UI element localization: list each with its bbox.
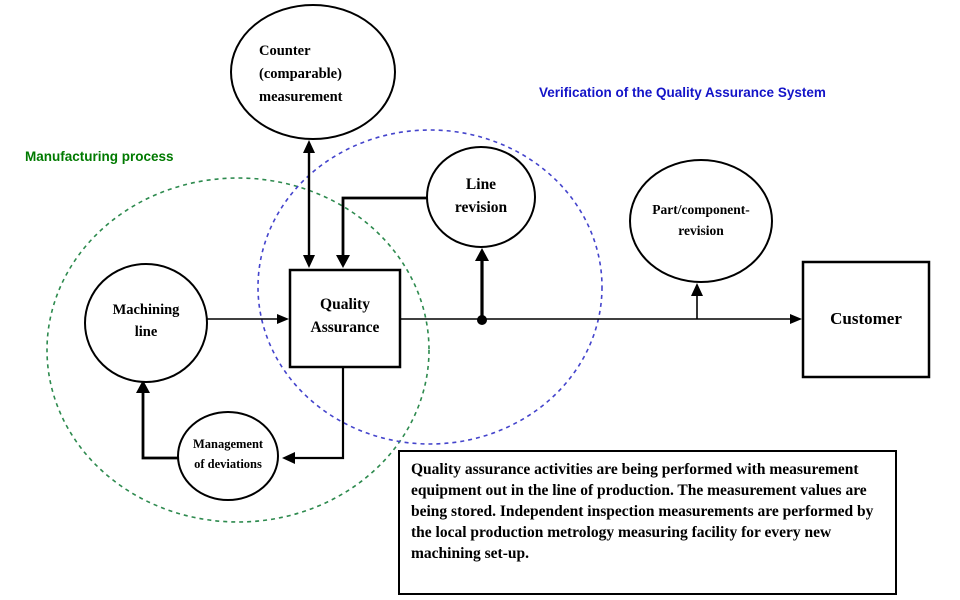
linerevision-to-qa-arrowhead xyxy=(336,255,350,268)
linerev-label-line1: Line xyxy=(465,176,497,193)
note-box: Quality assurance activities are being p… xyxy=(398,450,897,595)
quality-assurance-label: Quality Assurance xyxy=(291,293,399,339)
management-to-machining-arrowhead xyxy=(136,380,150,393)
counter-measurement-circle xyxy=(230,4,396,140)
machining-label-line1: Machining xyxy=(112,302,180,318)
quality-assurance-box xyxy=(288,268,402,369)
partrev-label-line1: Part/component- xyxy=(652,202,750,217)
machining-label-line2: line xyxy=(134,324,158,340)
management-label-line2: of deviations xyxy=(194,457,262,471)
part-revision-circle xyxy=(629,159,773,283)
counter-measurement-label: Counter (comparable) measurement xyxy=(259,40,371,109)
verification-system-boundary xyxy=(257,129,603,445)
customer-label-line1: Customer xyxy=(830,309,902,328)
line-revision-label: Line revision xyxy=(431,173,531,219)
manufacturing-process-label: Manufacturing process xyxy=(25,149,174,164)
customer-label: Customer xyxy=(806,307,926,332)
machining-line-label: Machining line xyxy=(86,299,206,343)
qa-label-line1: Quality xyxy=(320,296,370,313)
counter-qa-arrowhead-bottom xyxy=(303,255,315,268)
linerev-label-line2: revision xyxy=(454,199,508,216)
qa-label-line2: Assurance xyxy=(310,319,380,336)
line-to-partrevision-arrowhead xyxy=(691,283,703,296)
line-revision-circle xyxy=(426,146,536,248)
management-to-machining-elbow xyxy=(141,393,180,460)
qa-to-customer-arrowhead xyxy=(790,314,802,324)
counter-qa-arrowhead-top xyxy=(303,140,315,153)
note-text: Quality assurance activities are being p… xyxy=(411,461,874,562)
management-deviations-circle xyxy=(177,411,279,501)
customer-box xyxy=(801,260,931,379)
management-label-line1: Management xyxy=(192,437,264,451)
qa-to-management-elbow xyxy=(294,367,345,460)
partrev-label-line2: revision xyxy=(678,223,724,238)
machining-to-qa-arrowhead xyxy=(277,314,289,324)
machining-line-circle xyxy=(84,263,208,383)
manufacturing-process-boundary xyxy=(46,177,430,523)
part-revision-label: Part/component- revision xyxy=(631,199,771,241)
counter-label-line2: (comparable) xyxy=(259,66,342,82)
verification-system-label: Verification of the Quality Assurance Sy… xyxy=(539,85,826,100)
junction-to-linerevision-arrowhead xyxy=(475,248,489,261)
qa-to-management-arrowhead xyxy=(282,452,295,464)
counter-label-line3: measurement xyxy=(259,89,343,105)
management-deviations-label: Management of deviations xyxy=(168,434,288,474)
linerevision-to-qa-elbow xyxy=(341,196,427,256)
counter-label-line1: Counter xyxy=(259,43,311,59)
